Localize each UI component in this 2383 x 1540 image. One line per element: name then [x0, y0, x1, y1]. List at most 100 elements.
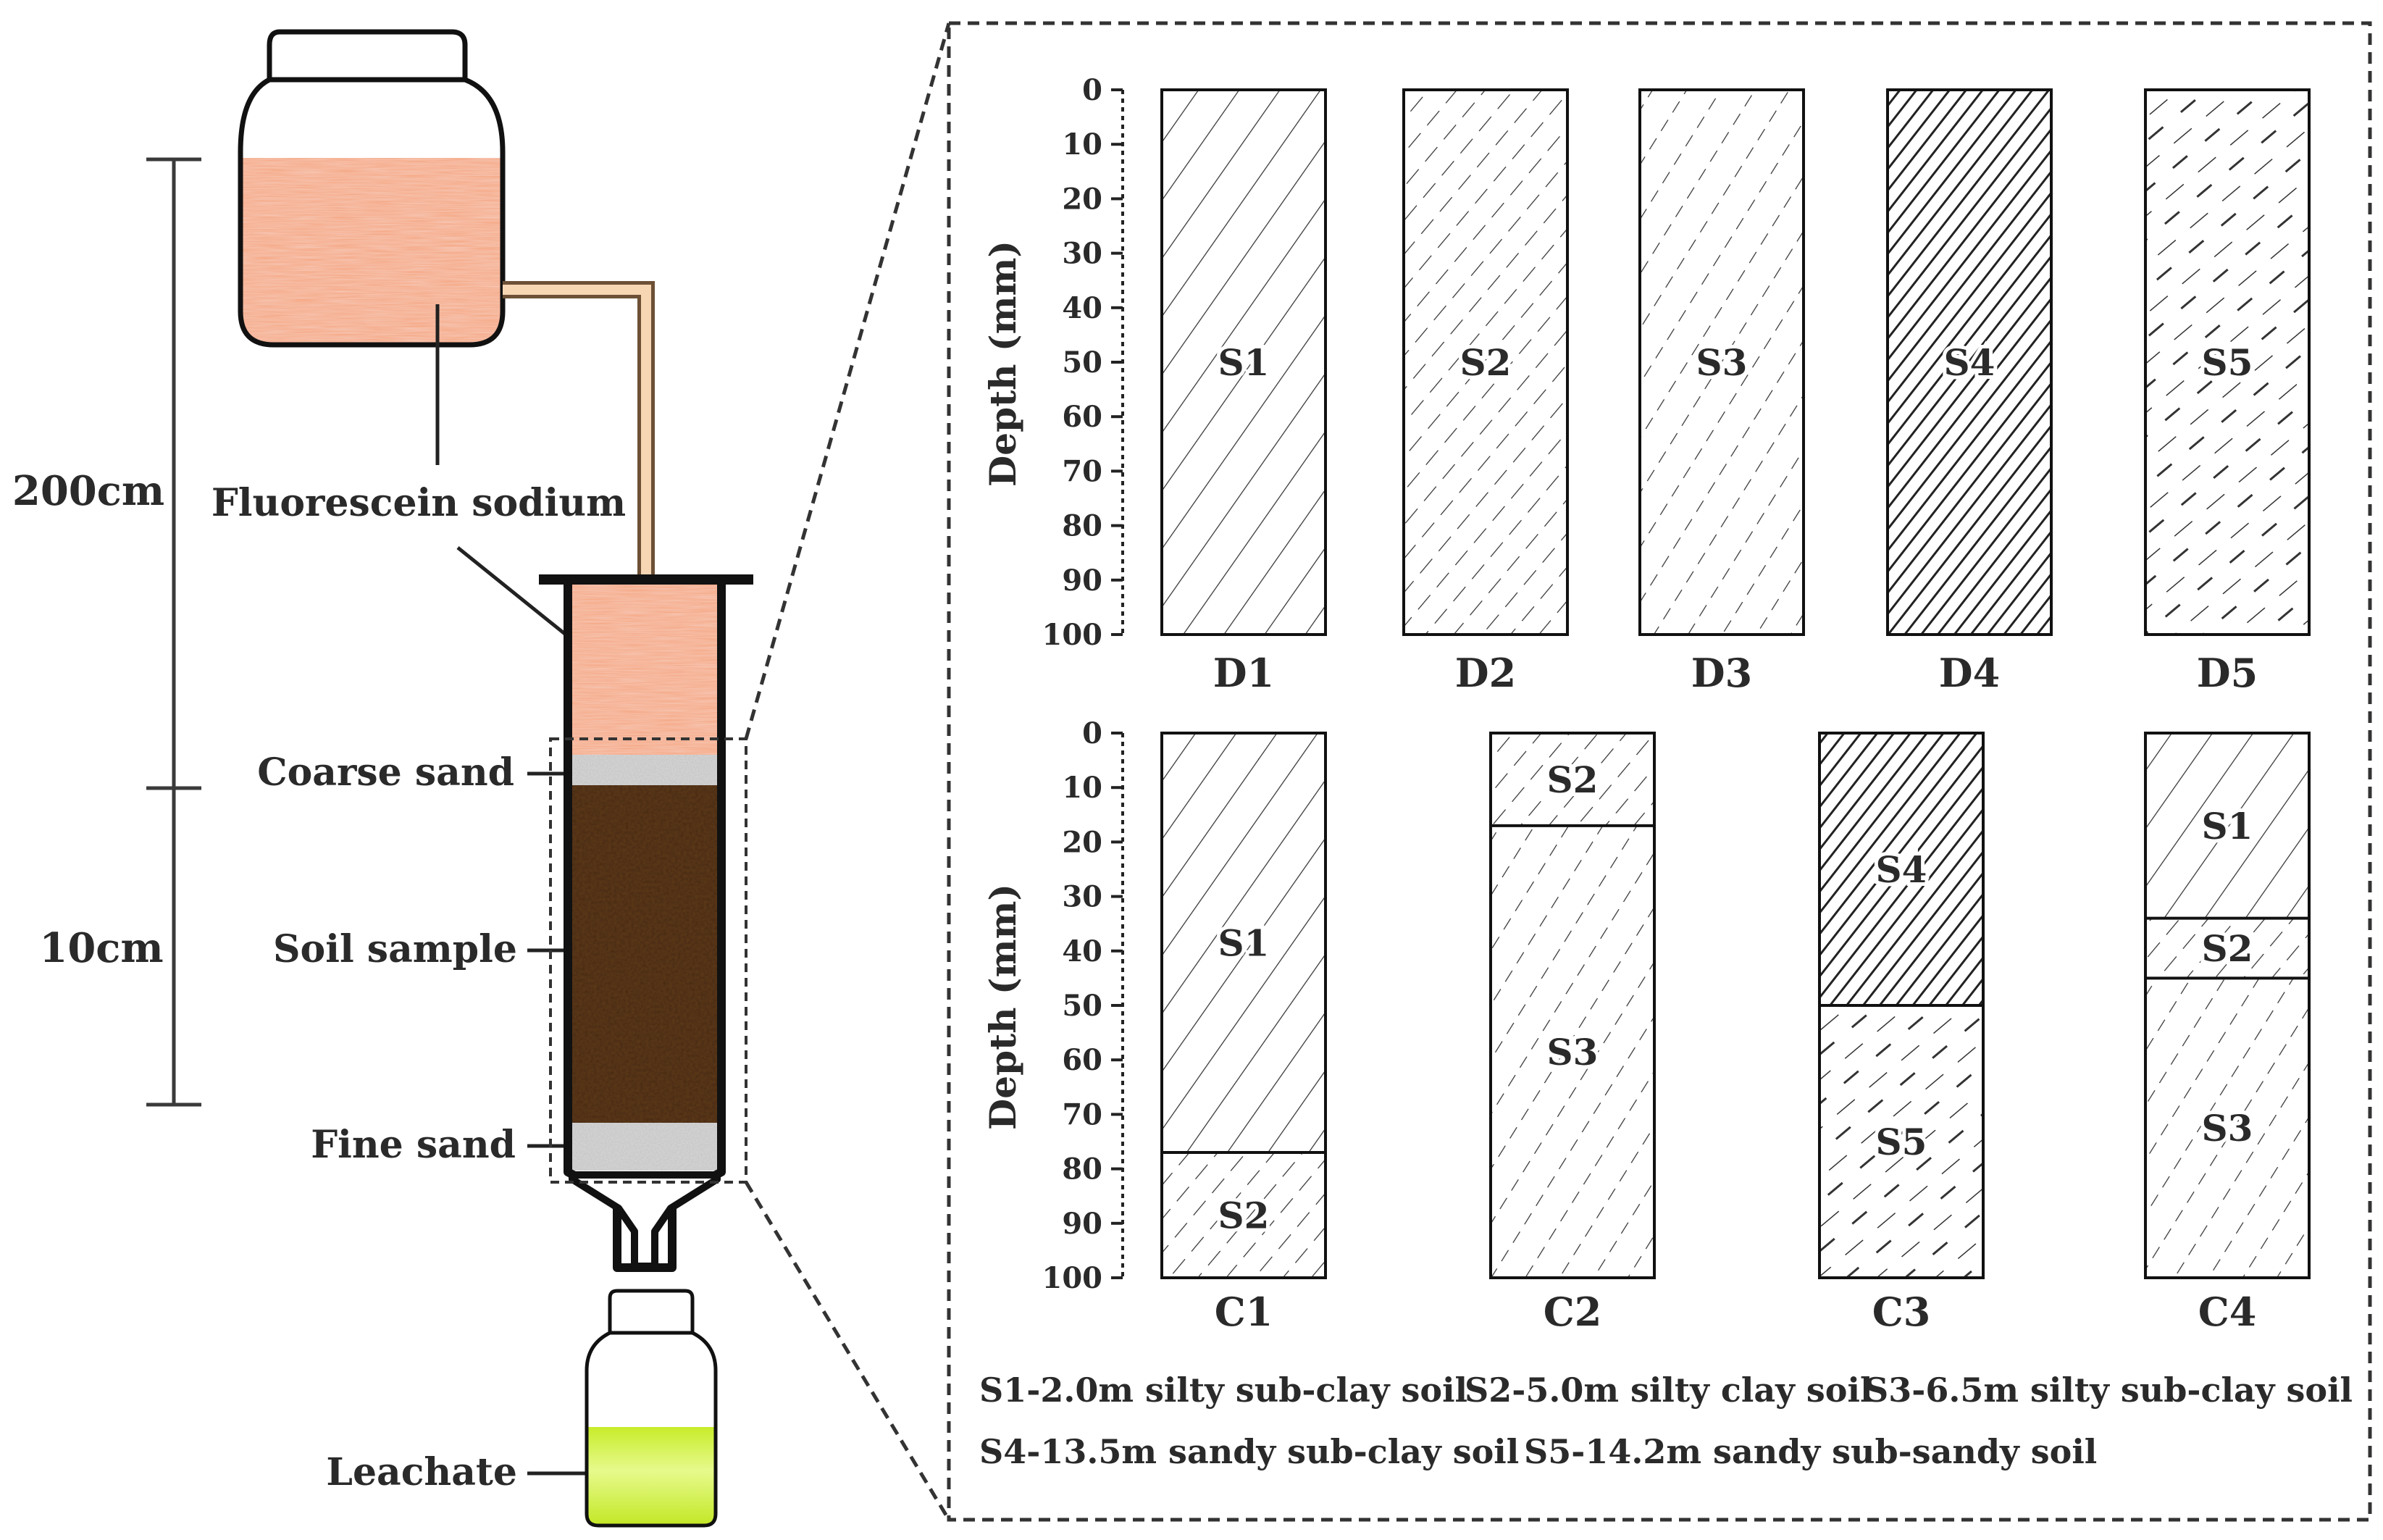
bottom-tick-label: 40	[1062, 934, 1102, 968]
depth-axis-bottom: 0 10 20 30 40 50 60 70 80 90 100	[1042, 716, 1124, 1295]
label-fluorescein-sodium: Fluorescein sodium	[212, 481, 626, 525]
column-outline	[2144, 88, 2311, 636]
column-funnel	[569, 1171, 721, 1270]
top-tick-label: 80	[1062, 509, 1102, 543]
top-tick-label: 40	[1062, 291, 1102, 325]
layer-label-s5: S5	[2202, 341, 2253, 384]
layer-label-s4: S4	[1944, 341, 1995, 384]
column-name-d1: D1	[1213, 650, 1274, 696]
label-fine-sand: Fine sand	[311, 1123, 516, 1167]
supply-tube	[503, 281, 655, 577]
layer-s3	[1640, 90, 1804, 635]
layer-s1	[2145, 733, 2309, 918]
bottom-tick-label: 70	[1062, 1097, 1102, 1131]
layer-s2	[2145, 918, 2309, 979]
layer-s1	[1162, 90, 1325, 635]
leachate-body	[585, 1331, 718, 1528]
column-outline	[1818, 732, 1985, 1279]
layer-label-s2: S2	[1218, 1194, 1270, 1237]
top-tick-label: 10	[1062, 127, 1102, 162]
layer-label-s5: S5	[1876, 1121, 1927, 1163]
column-name-d2: D2	[1455, 650, 1516, 696]
soil-legend: S1-2.0m silty sub-clay soil S2-5.0m silt…	[979, 1370, 2353, 1471]
column-name-c4: C4	[2198, 1289, 2257, 1335]
top-tick-label: 100	[1042, 618, 1103, 652]
legend-s2: S2-5.0m silty clay soil	[1465, 1370, 1872, 1410]
layer-s5	[1819, 1005, 1983, 1278]
column-name-c2: C2	[1544, 1289, 1602, 1335]
column-outline	[1886, 88, 2053, 636]
column-outline	[2144, 732, 2311, 1279]
reservoir-body	[238, 77, 506, 348]
bottom-tick-label: 20	[1062, 825, 1102, 859]
column-name-d5: D5	[2197, 650, 2258, 696]
reservoir-cap	[267, 29, 468, 83]
column-outline	[1638, 88, 1805, 636]
y-axis-label-bottom: Depth (mm)	[981, 884, 1024, 1130]
layer-s3	[1491, 825, 1654, 1278]
layer-label-s2: S2	[1547, 758, 1599, 801]
column-outline	[1160, 732, 1327, 1279]
layer-s1	[1162, 733, 1325, 1153]
top-tick-label: 50	[1062, 346, 1102, 380]
bottom-tick-label: 100	[1042, 1261, 1103, 1295]
layer-label-s2: S2	[2202, 927, 2253, 970]
bottom-tick-label: 80	[1062, 1152, 1102, 1187]
height-label-200cm: 200cm	[12, 467, 164, 515]
bottom-tick-label: 60	[1062, 1043, 1102, 1077]
layer-label-s1: S1	[1218, 341, 1270, 384]
layer-label-s2: S2	[1460, 341, 1512, 384]
column-outline	[1489, 732, 1656, 1279]
column-name-d4: D4	[1939, 650, 2000, 696]
columns-panel-border	[947, 21, 2372, 1522]
layer-label-s3: S3	[1547, 1031, 1599, 1074]
bottom-tick-label: 0	[1082, 716, 1102, 750]
leachate-bottle	[585, 1289, 718, 1528]
top-tick-label: 60	[1062, 400, 1102, 434]
top-tick-label: 0	[1082, 73, 1102, 107]
column-name-c3: C3	[1872, 1289, 1931, 1335]
bottom-tick-label: 50	[1062, 989, 1102, 1023]
layer-label-s1: S1	[1218, 922, 1270, 965]
apparatus: 200cm 10cm Fluorescein sodium Coarse san…	[12, 22, 951, 1528]
label-soil-sample: Soil sample	[273, 927, 517, 971]
label-coarse-sand: Coarse sand	[257, 750, 514, 795]
zoom-connector-top	[744, 22, 951, 740]
column-outline	[1402, 88, 1569, 636]
label-leachate: Leachate	[326, 1450, 517, 1494]
bottom-tick-label: 90	[1062, 1207, 1102, 1241]
layer-label-s3: S3	[2202, 1107, 2253, 1150]
layer-s4	[1888, 90, 2051, 635]
y-axis-label-top: Depth (mm)	[981, 240, 1024, 487]
layer-label-s3: S3	[1696, 341, 1748, 384]
layer-label-s1: S1	[2202, 805, 2253, 848]
legend-s4: S4-13.5m sandy sub-clay soil	[979, 1432, 1519, 1471]
height-label-10cm: 10cm	[39, 924, 163, 972]
layer-s5	[2145, 90, 2309, 635]
reservoir-bottle	[238, 29, 506, 348]
bottom-tick-label: 10	[1062, 771, 1102, 805]
column-name-d3: D3	[1691, 650, 1752, 696]
layer-s3	[2145, 978, 2309, 1278]
soil-column	[539, 574, 753, 1272]
column-outline	[1160, 88, 1327, 636]
column-fine-sand	[572, 1123, 717, 1171]
bottom-tick-label: 30	[1062, 880, 1102, 914]
zoom-connector-bottom	[744, 1181, 951, 1521]
top-tick-label: 90	[1062, 564, 1102, 598]
layer-s2	[1162, 1152, 1325, 1278]
column-soil-sample	[572, 785, 717, 1123]
layer-s2	[1491, 733, 1654, 826]
